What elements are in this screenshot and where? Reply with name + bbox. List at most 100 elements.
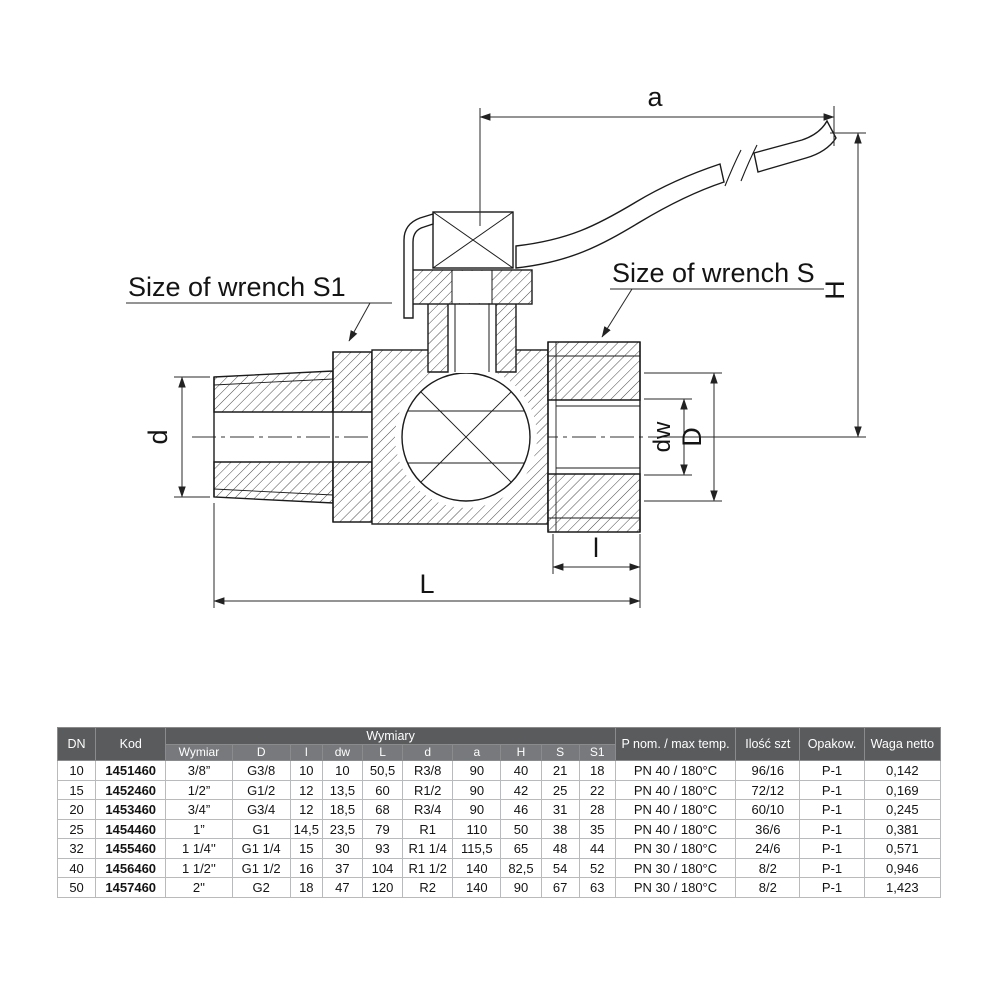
table-cell: R3/4 [402, 799, 454, 820]
table-cell: 1452460 [95, 779, 167, 801]
table-cell: 3/8” [165, 760, 233, 781]
dimension-D [644, 372, 722, 502]
dim-dw-label: dw [649, 421, 676, 452]
handle-lever [515, 119, 837, 269]
dim-L-label: L [419, 569, 434, 599]
table-cell: 10 [321, 760, 363, 781]
table-cell: 50,5 [361, 760, 404, 781]
table-cell: 1” [165, 818, 233, 840]
table-cell: 1 1/2'' [165, 857, 233, 879]
dimension-L [213, 503, 641, 608]
table-cell: 32 [56, 838, 97, 859]
table-cell: 1455460 [95, 838, 167, 859]
col-header-d: d [402, 744, 454, 762]
table-cell: 52 [578, 857, 616, 879]
col-header-waga: Waga netto [863, 726, 942, 762]
dim-l-label: l [593, 533, 599, 563]
valve-center-body [371, 349, 549, 525]
handle-hook [403, 213, 434, 319]
table-cell: 15 [289, 838, 323, 859]
table-cell: 1/2” [165, 779, 233, 801]
table-cell: 90 [500, 877, 542, 898]
table-cell: 20 [56, 799, 97, 820]
col-header-wymiar: Wymiar [165, 744, 233, 762]
dim-D-label: D [677, 427, 707, 447]
table-cell: P-1 [799, 838, 865, 859]
table-cell: 44 [578, 838, 616, 859]
table-cell: 47 [321, 877, 363, 898]
table-cell: 0,142 [863, 760, 942, 781]
table-cell: P-1 [799, 799, 865, 820]
male-thread-end [213, 370, 334, 504]
table-cell: 68 [361, 799, 404, 820]
table-cell: 1454460 [95, 818, 167, 840]
table-cell: 25 [540, 779, 580, 801]
table-cell: P-1 [799, 779, 865, 801]
col-header-S1: S1 [578, 744, 616, 762]
table-cell: 38 [540, 818, 580, 840]
col-header-a: a [452, 744, 502, 762]
table-cell: 120 [361, 877, 404, 898]
table-cell: P-1 [799, 877, 865, 898]
table-cell: R2 [402, 877, 454, 898]
table-cell: 82,5 [500, 857, 542, 879]
table-cell: 31 [540, 799, 580, 820]
table-cell: 10 [56, 760, 97, 781]
table-cell: 104 [361, 857, 404, 879]
dim-H-label: H [820, 280, 850, 300]
table-cell: 35 [578, 818, 616, 840]
table-cell: 0,571 [863, 838, 942, 859]
table-cell: PN 40 / 180°C [614, 799, 737, 820]
table-cell: 90 [452, 779, 502, 801]
dimension-l [552, 534, 641, 608]
table-cell: R1 1/4 [402, 838, 454, 859]
col-header-opakow: Opakow. [799, 726, 865, 762]
col-header-kod: Kod [95, 726, 167, 762]
col-header-ilosc: Ilość szt [735, 726, 801, 762]
table-cell: 1 1/4'' [165, 838, 233, 859]
table-cell: 25 [56, 818, 97, 840]
table-cell: P-1 [799, 857, 865, 879]
table-cell: 40 [56, 857, 97, 879]
col-header-dw: dw [321, 744, 363, 762]
table-cell: 72/12 [735, 779, 801, 801]
table-cell: 96/16 [735, 760, 801, 781]
table-cell: PN 40 / 180°C [614, 760, 737, 781]
table-cell: 30 [321, 838, 363, 859]
table-cell: 79 [361, 818, 404, 840]
table-cell: 37 [321, 857, 363, 879]
dimensions [126, 106, 866, 608]
table-header-row-main: DN Kod Wymiary P nom. / max temp. Ilość … [56, 726, 942, 762]
table-cell: 60 [361, 779, 404, 801]
wrench-s-label: Size of wrench S [612, 258, 815, 288]
col-header-D: D [231, 744, 291, 762]
wrench-s1-label: Size of wrench S1 [128, 272, 346, 302]
table-cell: PN 40 / 180°C [614, 818, 737, 840]
table-cell: 0,245 [863, 799, 942, 820]
table-cell: 28 [578, 799, 616, 820]
stem-assembly [411, 211, 533, 373]
table-cell: P-1 [799, 818, 865, 840]
table-cell: 0,169 [863, 779, 942, 801]
table-cell: PN 30 / 180°C [614, 857, 737, 879]
table-cell: G1 [231, 818, 291, 840]
table-cell: 110 [452, 818, 502, 840]
table-cell: PN 30 / 180°C [614, 838, 737, 859]
table-cell: 18 [289, 877, 323, 898]
col-header-pnom: P nom. / max temp. [614, 726, 737, 762]
table-cell: 21 [540, 760, 580, 781]
table-cell: 1453460 [95, 799, 167, 820]
wrench-s1-hex [332, 351, 373, 523]
table-cell: 1457460 [95, 877, 167, 898]
table-cell: G3/4 [231, 799, 291, 820]
table-cell: 2'' [165, 877, 233, 898]
table-cell: 24/6 [735, 838, 801, 859]
table-cell: 115,5 [452, 838, 502, 859]
dimension-H [664, 132, 866, 438]
